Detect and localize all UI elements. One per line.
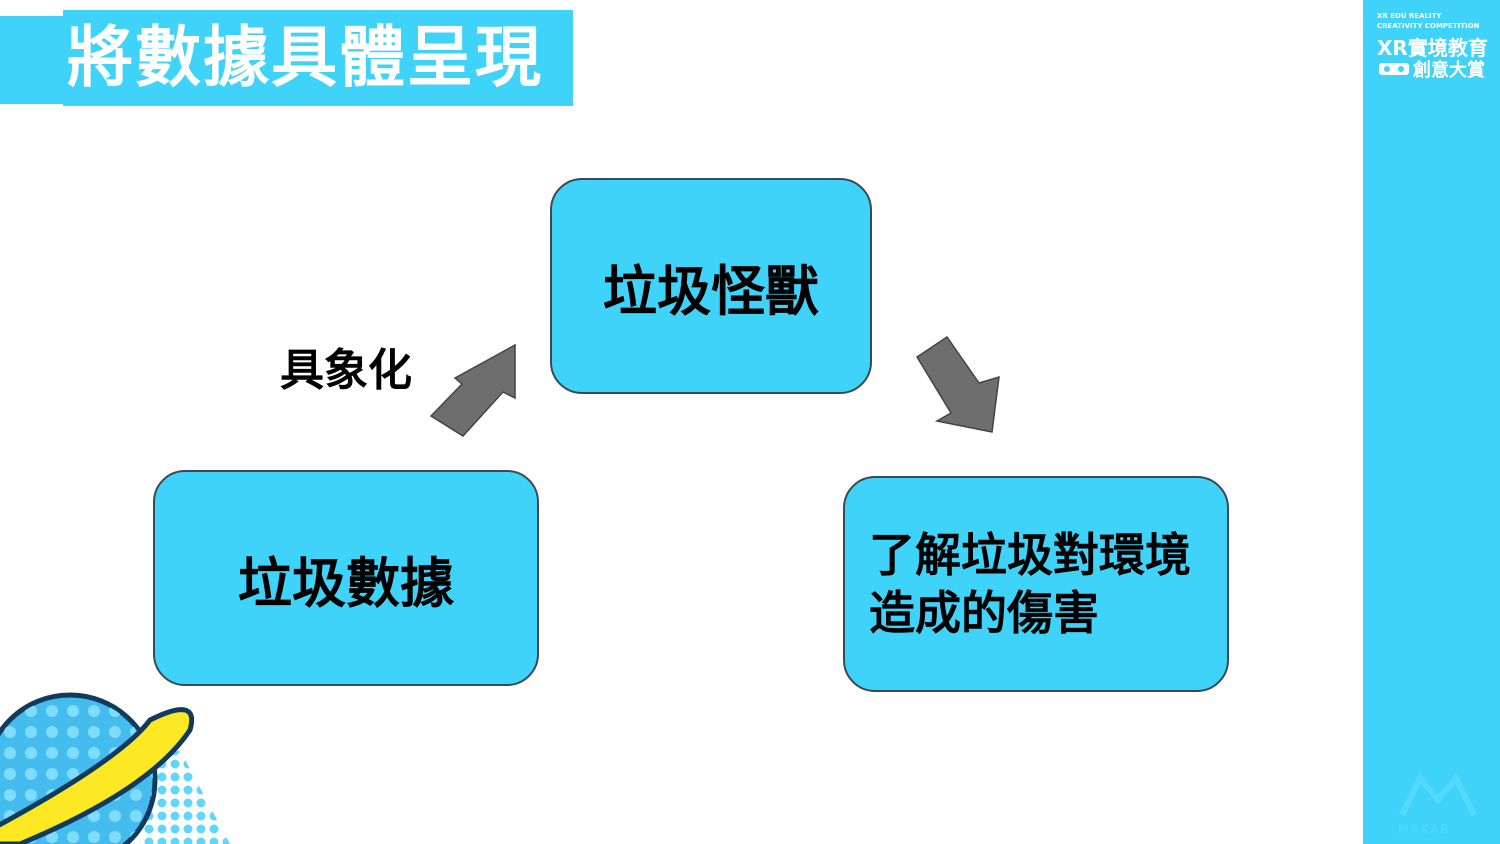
box-garbage-data: 垃圾數據 (153, 470, 539, 686)
logo-title-2: 創意大賞 (1413, 60, 1485, 81)
logo-subtitle-2: CREATIVITY COMPETITION (1377, 22, 1480, 30)
box-garbage-monster-label: 垃圾怪獸 (603, 259, 819, 323)
arrow-up-right-icon (429, 343, 516, 437)
makar-logo-icon (1399, 772, 1477, 817)
box-result-line2: 造成的傷害 (869, 586, 1099, 640)
vr-goggles-icon (1379, 63, 1409, 75)
logo-subtitle-1: XR EDU REALITY (1377, 12, 1442, 20)
slide-title: 將數據具體呈現 (63, 10, 573, 106)
box-environment-harm: 了解垃圾對環境造成的傷害 (843, 476, 1229, 692)
title-accent-bar (0, 16, 64, 104)
planet-illustration-icon (0, 692, 230, 844)
box-result-line1: 了解垃圾對環境 (869, 528, 1191, 582)
box-garbage-monster: 垃圾怪獸 (550, 178, 872, 394)
arrow-label-concretize: 具象化 (280, 345, 412, 396)
makar-watermark: MAKAR (1398, 822, 1451, 836)
arrow-down-right-icon (915, 335, 1000, 433)
logo-title-1: XR實境教育 (1377, 36, 1488, 60)
brand-sidebar: XR EDU REALITY CREATIVITY COMPETITION XR… (1363, 0, 1500, 844)
box-garbage-data-label: 垃圾數據 (238, 551, 454, 615)
